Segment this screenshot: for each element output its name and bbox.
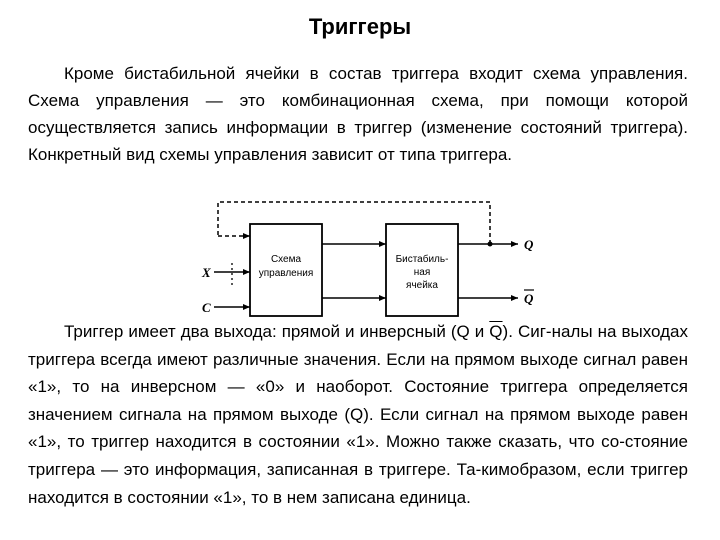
outputs-text-after: ). Сиг-налы на выходах триггера всегда и…: [28, 322, 688, 507]
bistable-cell-block: [385, 223, 459, 317]
page-title: Триггеры: [308, 14, 412, 39]
bistable-label-2: ная: [414, 267, 431, 278]
outputs-text-before: Триггер имеет два выхода: прямой и инвер…: [64, 322, 490, 341]
output-q-label: Q: [524, 237, 534, 252]
bistable-label-1: Бистабиль-: [396, 253, 449, 265]
intro-paragraph: Кроме бистабильной ячейки в состав тригг…: [28, 60, 688, 168]
control-block-label-2: управления: [259, 268, 314, 279]
q-inverse-symbol: Q: [489, 322, 503, 341]
bistable-label-3: ячейка: [406, 280, 438, 291]
control-block-label-1: Схема: [271, 254, 302, 265]
output-q-inv-label: Q: [524, 291, 534, 306]
intro-paragraph-text: Кроме бистабильной ячейки в состав тригг…: [28, 64, 688, 164]
feedback-line: [217, 201, 491, 244]
feedback-junction: [487, 241, 493, 247]
input-c-label: C: [202, 300, 211, 315]
outputs-paragraph-text: Триггер имеет два выхода: прямой и инвер…: [28, 318, 688, 511]
outputs-paragraph: Триггер имеет два выхода: прямой и инвер…: [28, 318, 688, 511]
input-x-label: X: [201, 265, 211, 280]
control-block: [249, 223, 323, 317]
